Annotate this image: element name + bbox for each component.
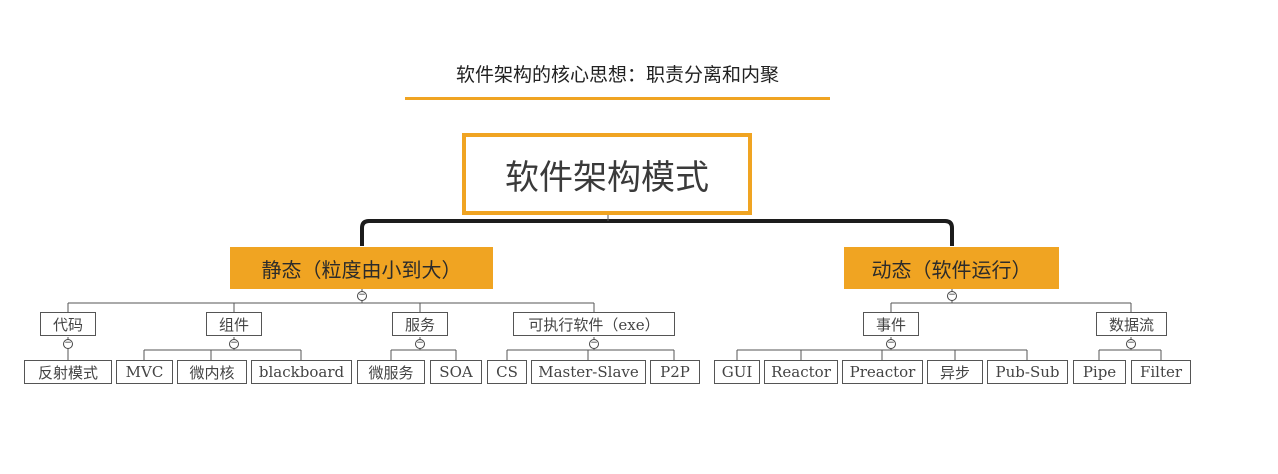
collapse-toggle-service[interactable]: −	[415, 338, 425, 349]
branch-static[interactable]: 静态（粒度由小到大）	[230, 247, 493, 289]
collapse-toggle-dataflow[interactable]: −	[1126, 338, 1136, 349]
page-title: 软件架构的核心思想：职责分离和内聚	[455, 64, 779, 86]
title-underline	[405, 97, 830, 100]
leaf-reactor[interactable]: Reactor	[764, 360, 838, 384]
collapse-toggle-code[interactable]: −	[63, 338, 73, 349]
collapse-toggle-event[interactable]: −	[886, 338, 896, 349]
leaf-microkernel[interactable]: 微内核	[177, 360, 247, 384]
leaf-master-slave[interactable]: Master-Slave	[531, 360, 646, 384]
leaf-reflection[interactable]: 反射模式	[24, 360, 112, 384]
leaf-filter[interactable]: Filter	[1131, 360, 1191, 384]
leaf-pub-sub[interactable]: Pub-Sub	[987, 360, 1068, 384]
leaf-p2p[interactable]: P2P	[650, 360, 700, 384]
collapse-toggle-component[interactable]: −	[229, 338, 239, 349]
leaf-preactor[interactable]: Preactor	[842, 360, 923, 384]
group-component[interactable]: 组件	[206, 312, 262, 336]
leaf-microservice[interactable]: 微服务	[357, 360, 425, 384]
group-event[interactable]: 事件	[863, 312, 919, 336]
group-code[interactable]: 代码	[40, 312, 96, 336]
leaf-async[interactable]: 异步	[927, 360, 983, 384]
collapse-toggle-static[interactable]: −	[357, 290, 367, 301]
leaf-soa[interactable]: SOA	[430, 360, 482, 384]
collapse-toggle-executable[interactable]: −	[589, 338, 599, 349]
leaf-blackboard[interactable]: blackboard	[251, 360, 352, 384]
leaf-pipe[interactable]: Pipe	[1073, 360, 1126, 384]
leaf-cs[interactable]: CS	[487, 360, 527, 384]
branch-dynamic[interactable]: 动态（软件运行）	[844, 247, 1059, 289]
root-node[interactable]: 软件架构模式	[462, 133, 752, 215]
group-service[interactable]: 服务	[392, 312, 448, 336]
group-dataflow[interactable]: 数据流	[1096, 312, 1167, 336]
collapse-toggle-dynamic[interactable]: −	[947, 290, 957, 301]
leaf-mvc[interactable]: MVC	[116, 360, 173, 384]
root-connector	[360, 219, 954, 246]
leaf-gui[interactable]: GUI	[714, 360, 760, 384]
group-executable[interactable]: 可执行软件（exe）	[513, 312, 675, 336]
